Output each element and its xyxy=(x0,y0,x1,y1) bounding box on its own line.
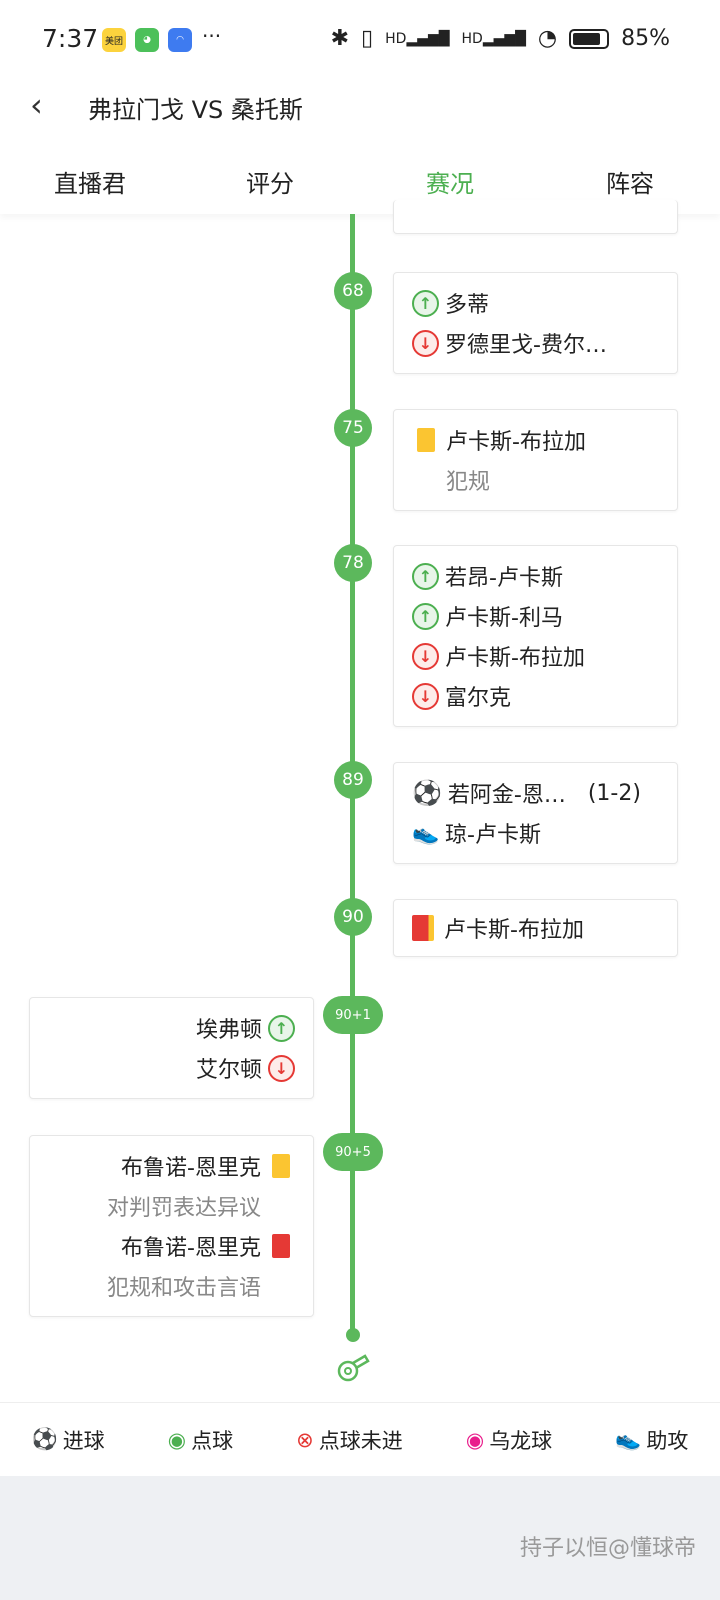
player-name: 卢卡斯-利马 xyxy=(445,606,563,631)
timeline-end-dot xyxy=(346,1328,360,1342)
event-card: ⚽若阿金-恩… (1-2) 👟琼-卢卡斯 xyxy=(393,762,678,864)
player-name: 艾尔顿 xyxy=(195,1058,262,1083)
more-notifications-icon: ··· xyxy=(202,24,222,48)
event-note: 犯规和攻击言语 xyxy=(106,1276,261,1301)
sub-out-icon: ↓ xyxy=(412,682,439,710)
score: (1-2) xyxy=(587,780,641,806)
player-name: 布鲁诺-恩里克 xyxy=(121,1156,261,1181)
penalty-missed-icon: ⊗ xyxy=(296,1427,314,1452)
minute-marker: 90 xyxy=(334,898,372,936)
sub-out-icon: ↓ xyxy=(412,329,439,357)
legend-penalty: ◉点球 xyxy=(167,1427,234,1453)
player-name: 罗德里戈-费尔… xyxy=(445,333,607,358)
clock: 7:37 xyxy=(42,24,99,53)
page-title: 弗拉门戈 VS 桑托斯 xyxy=(88,96,303,124)
player-name: 若昂-卢卡斯 xyxy=(445,566,563,591)
minute-marker: 90+1 xyxy=(323,996,383,1034)
goal-icon: ⚽ xyxy=(412,779,442,807)
battery-icon xyxy=(569,28,610,49)
assist-boot-icon: 👟 xyxy=(615,1427,642,1451)
whistle-icon xyxy=(337,1354,370,1382)
minute-marker: 68 xyxy=(334,272,372,310)
wifi-app-icon: ◠ xyxy=(168,28,192,52)
event-card: 卢卡斯-布拉加 犯规 xyxy=(393,409,678,511)
player-name: 琼-卢卡斯 xyxy=(445,823,541,848)
event-card: 埃弗顿↑ 艾尔顿↓ xyxy=(29,997,314,1099)
wechat-icon: ◕ xyxy=(135,28,159,52)
bluetooth-icon: ✱ xyxy=(330,26,350,51)
player-name: 多蒂 xyxy=(445,293,490,318)
back-button[interactable]: ‹ xyxy=(30,86,43,124)
minute-marker: 90+5 xyxy=(323,1133,383,1171)
legend-assist: 👟助攻 xyxy=(615,1427,689,1453)
minute-marker: 89 xyxy=(334,761,372,799)
event-card: ↑若昂-卢卡斯 ↑卢卡斯-利马 ↓卢卡斯-布拉加 ↓富尔克 xyxy=(393,545,678,727)
player-name: 若阿金-恩… xyxy=(447,783,566,808)
red-card-icon xyxy=(272,1234,290,1258)
watermark: 持子以恒@懂球帝 xyxy=(519,1536,696,1561)
own-goal-icon: ◉ xyxy=(465,1427,485,1452)
legend-bar: ⚽进球 ◉点球 ⊗点球未进 ◉乌龙球 👟助攻 xyxy=(0,1402,720,1476)
meituan-icon: 美团 xyxy=(102,28,126,52)
legend-penalty-missed: ⊗点球未进 xyxy=(296,1427,403,1453)
signal-icon-2: HD▂▄▆█ xyxy=(461,30,526,47)
minute-marker: 78 xyxy=(334,544,372,582)
yellow-card-icon xyxy=(417,428,435,452)
wifi-icon: ◔ xyxy=(537,26,558,51)
minute-marker: 75 xyxy=(334,409,372,447)
signal-icon: HD▂▄▆█ xyxy=(385,30,450,47)
sub-in-icon: ↑ xyxy=(412,602,439,630)
event-card: 布鲁诺-恩里克 对判罚表达异议 布鲁诺-恩里克 犯规和攻击言语 xyxy=(29,1135,314,1317)
tab-live[interactable]: 直播君 xyxy=(54,170,126,198)
player-name: 富尔克 xyxy=(445,686,512,711)
player-name: 卢卡斯-布拉加 xyxy=(445,646,585,671)
goal-icon: ⚽ xyxy=(31,1427,58,1451)
penalty-icon: ◉ xyxy=(167,1427,187,1452)
event-note: 对判罚表达异议 xyxy=(106,1196,261,1221)
event-card-partial xyxy=(393,200,678,234)
player-name: 卢卡斯-布拉加 xyxy=(444,918,584,943)
assist-boot-icon: 👟 xyxy=(412,820,440,846)
player-name: 卢卡斯-布拉加 xyxy=(446,430,586,455)
sub-in-icon: ↑ xyxy=(412,562,439,590)
footer-area xyxy=(0,1476,720,1600)
sub-in-icon: ↑ xyxy=(412,289,439,317)
event-card: ↑多蒂 ↓罗德里戈-费尔… xyxy=(393,272,678,374)
player-name: 埃弗顿 xyxy=(195,1018,262,1043)
phone-icon: ▯ xyxy=(361,26,374,51)
second-yellow-red-card-icon xyxy=(412,915,434,941)
legend-goal: ⚽进球 xyxy=(31,1427,105,1453)
tab-ratings[interactable]: 评分 xyxy=(246,170,294,198)
status-bar: 7:37 美团 ◕ ◠ ··· ✱ ▯ HD▂▄▆█ HD▂▄▆█ ◔ 85% xyxy=(0,0,720,78)
sub-in-icon: ↑ xyxy=(268,1014,295,1042)
legend-own-goal: ◉乌龙球 xyxy=(465,1427,553,1453)
battery-percent: 85% xyxy=(621,26,670,51)
sub-out-icon: ↓ xyxy=(268,1054,295,1082)
event-note: 犯规 xyxy=(446,470,491,495)
tab-lineup[interactable]: 阵容 xyxy=(606,170,654,198)
sub-out-icon: ↓ xyxy=(412,642,439,670)
event-card: 卢卡斯-布拉加 xyxy=(393,899,678,957)
yellow-card-icon xyxy=(272,1154,290,1178)
player-name: 布鲁诺-恩里克 xyxy=(121,1236,261,1261)
